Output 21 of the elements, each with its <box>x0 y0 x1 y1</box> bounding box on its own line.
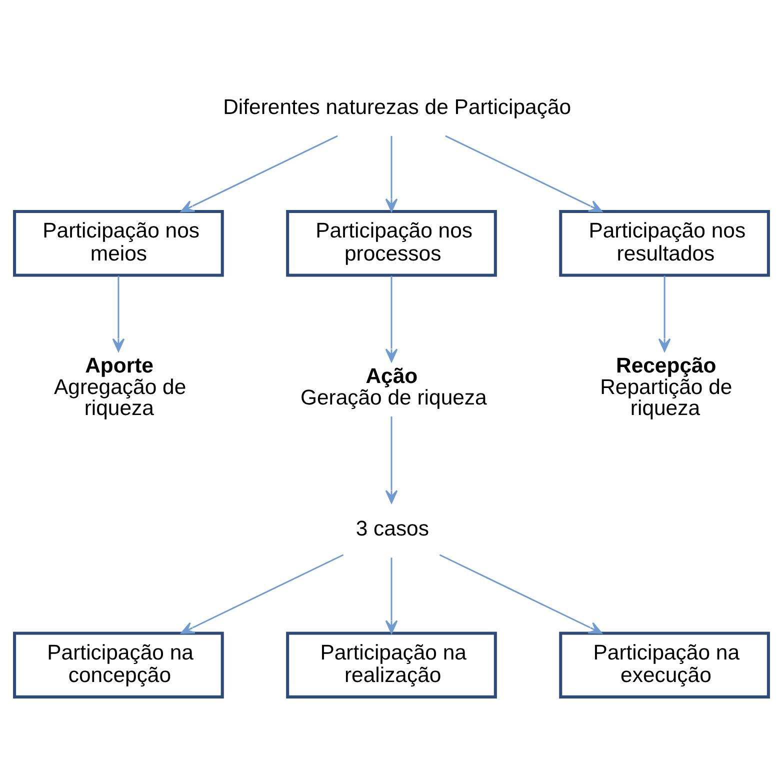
arrow <box>445 135 602 212</box>
arrow <box>112 276 125 352</box>
arrow <box>385 276 398 362</box>
arrow <box>180 554 344 634</box>
node-box: Participação nos meios <box>13 210 224 277</box>
node-text: Aporte Agregação de riqueza <box>54 354 186 420</box>
node-text: Recepção Repartição de riqueza <box>600 354 732 420</box>
arrow <box>439 554 602 634</box>
node-box: Participação nos processos <box>286 210 497 277</box>
node-box: Participação nos resultados <box>559 210 770 277</box>
arrow <box>180 135 338 212</box>
node-text: 3 casos <box>356 518 429 541</box>
arrow <box>385 416 398 504</box>
node-text: Ação Geração de riqueza <box>300 365 487 410</box>
arrow <box>385 558 398 634</box>
node-text: Diferentes naturezas de Participação <box>223 96 572 119</box>
node-box: Participação na realização <box>286 632 497 698</box>
node-box: Participação na execução <box>559 632 770 698</box>
arrow <box>385 136 398 212</box>
arrow <box>658 276 671 352</box>
node-box: Participação na concepção <box>13 632 224 698</box>
